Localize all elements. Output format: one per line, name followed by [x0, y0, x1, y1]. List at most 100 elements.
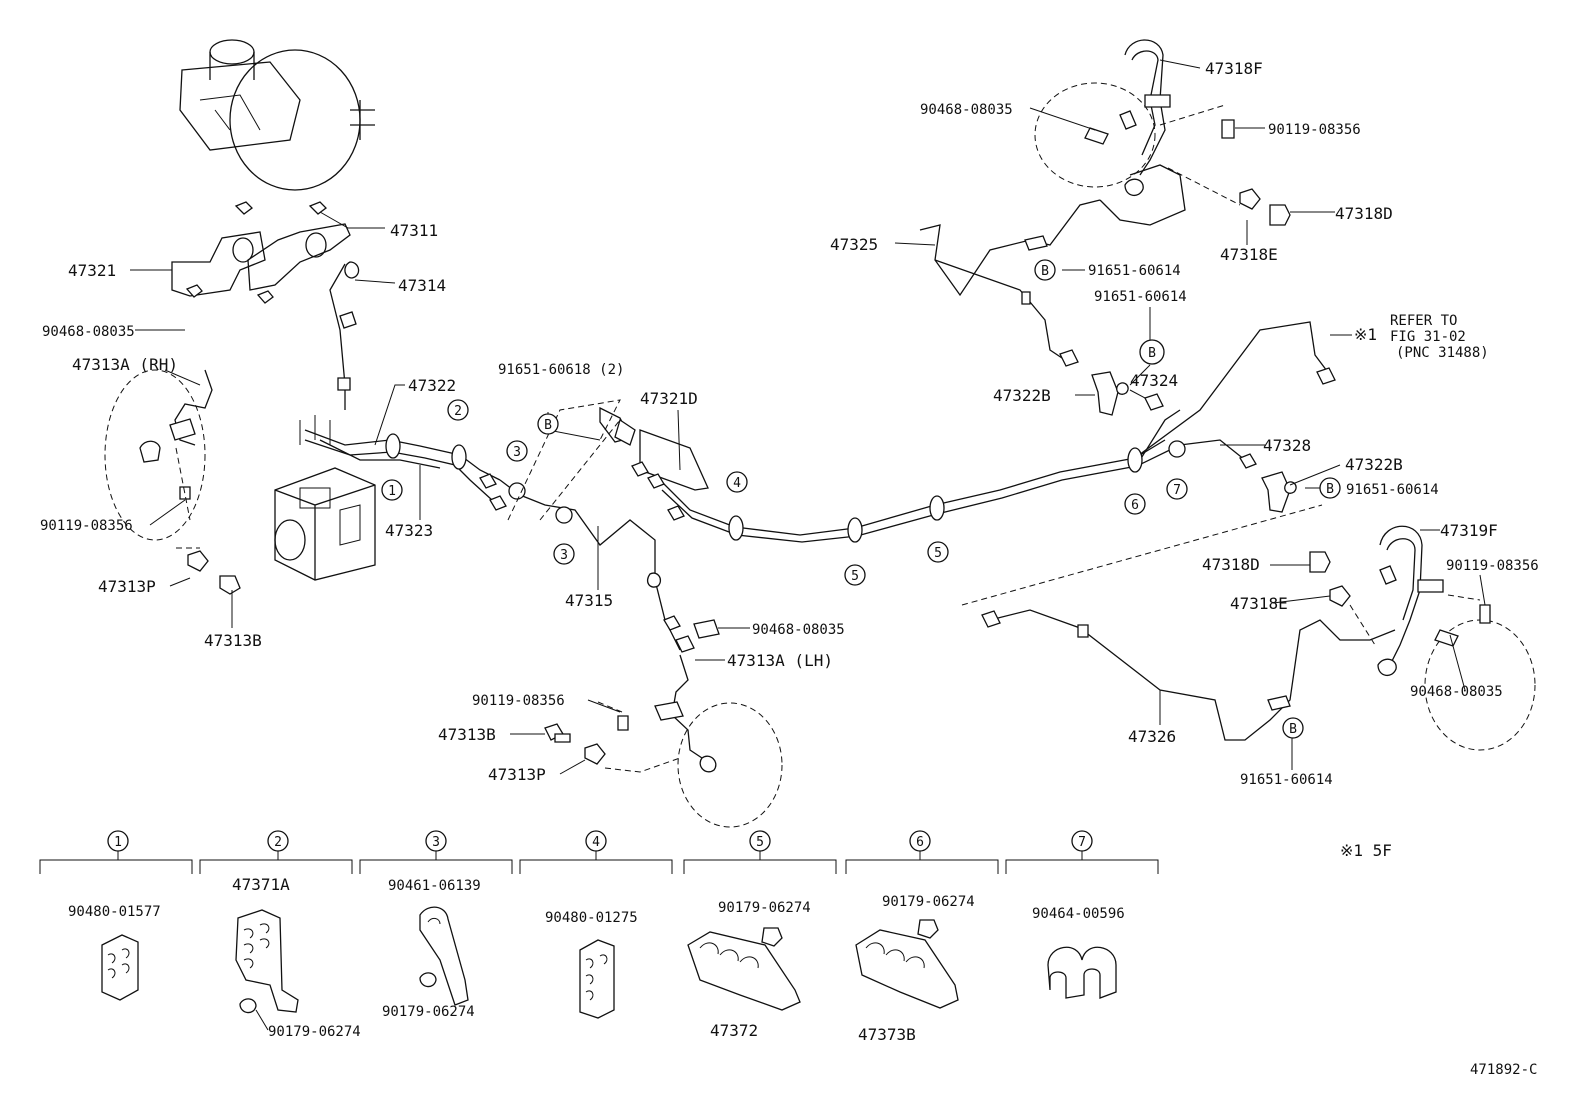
label-47315: 47315: [565, 591, 613, 610]
callout-7: 7: [1166, 478, 1188, 500]
svg-text:5: 5: [934, 546, 942, 561]
bolt-b-marker: B: [1319, 477, 1341, 499]
clamp-set-2-part: 47371A: [232, 875, 290, 894]
clamp-5-shape: [687, 931, 801, 1011]
clamp-set-5: 5 90179-06274 47372: [687, 830, 811, 1040]
pipe-clamp-markers: [385, 433, 1186, 543]
svg-text:4: 4: [592, 835, 600, 850]
clamp-set-1: 1 90480-01577: [68, 830, 161, 1001]
label-47326: 47326: [1128, 727, 1176, 746]
bracket-47321D: [507, 399, 709, 521]
label-47322: 47322: [408, 376, 456, 395]
svg-text:B: B: [1326, 482, 1334, 497]
rear-right-brake-assembly: [1034, 39, 1291, 226]
clamp-set-1-part: 90480-01577: [68, 904, 161, 920]
label-90119-b: 90119-08356: [472, 693, 565, 709]
label-47313A-lh: 47313A (LH): [727, 651, 833, 670]
abs-actuator: [274, 415, 376, 581]
svg-text:5: 5: [756, 835, 764, 850]
svg-text:3: 3: [513, 445, 521, 460]
footnote: ※1 5F: [1340, 841, 1392, 860]
callout-3: 3: [506, 440, 528, 462]
svg-text:1: 1: [388, 484, 396, 499]
label-90119-d: 90119-08356: [1446, 558, 1539, 574]
svg-text:B: B: [544, 418, 552, 433]
label-90468-d: 90468-08035: [1410, 684, 1503, 700]
label-90468-b: 90468-08035: [752, 622, 845, 638]
svg-text:5: 5: [851, 569, 859, 584]
label-47318F: 47318F: [1205, 59, 1263, 78]
bracket-47321: [171, 231, 274, 304]
bolt-b-markers: B B B B B: [537, 259, 1341, 739]
clamp-set-3-bolt: 90179-06274: [382, 1004, 475, 1020]
label-refer-line1: REFER TO: [1390, 313, 1457, 329]
label-47321D: 47321D: [640, 389, 698, 408]
clamp-set-7-part: 90464-00596: [1032, 906, 1125, 922]
brake-pipe-47314: [329, 261, 360, 410]
clamp-3-shape: [419, 906, 469, 1006]
label-47318D-a: 47318D: [1335, 204, 1393, 223]
label-47313P-b: 47313P: [488, 765, 546, 784]
callout-1: 1: [381, 479, 403, 501]
clamp-set-4-part: 90480-01275: [545, 910, 638, 926]
bolt-b-marker: B: [1034, 259, 1056, 281]
clamp-6-shape: [855, 929, 959, 1009]
brake-pipe-47326: [961, 504, 1396, 741]
label-91651-a: 91651-60614: [1088, 263, 1181, 279]
bracket-47311: [234, 201, 351, 291]
clamp-1-shape: [101, 934, 139, 1001]
label-91651-d: 91651-60614: [1240, 772, 1333, 788]
label-47324: 47324: [1130, 371, 1178, 390]
label-refer-line2: FIG 31-02: [1390, 329, 1466, 345]
callout-6: 6: [1124, 493, 1146, 515]
clamp-set-6-bolt: 90179-06274: [882, 894, 975, 910]
svg-text:3: 3: [560, 548, 568, 563]
label-91651-b: 91651-60614: [1094, 289, 1187, 305]
label-47322B-b: 47322B: [1345, 455, 1403, 474]
label-47318E-b: 47318E: [1230, 594, 1288, 613]
label-91651-60618: 91651-60618 (2): [498, 362, 624, 378]
label-90119-c: 90119-08356: [1268, 122, 1361, 138]
clamp-set-7: 7 90464-00596: [1032, 830, 1125, 999]
callout-4: 4: [726, 471, 748, 493]
svg-text:7: 7: [1078, 835, 1086, 850]
clamp-set-table: 1 90480-01577 2 47371A 90179-06274 3 904…: [39, 830, 1159, 1044]
brake-pipe-47325: [919, 199, 1101, 367]
clamp-2-shape: [235, 909, 299, 1013]
callout-2: 2: [447, 399, 469, 421]
clamp-set-4: 4 90480-01275: [545, 830, 638, 1019]
clamp-4-shape: [579, 939, 615, 1019]
clamp-set-5-bolt: 90179-06274: [718, 900, 811, 916]
label-47313A-rh: 47313A (RH): [72, 355, 178, 374]
part-labels: 47311 47321 47314 90468-08035 47313A (RH…: [40, 59, 1539, 788]
bolt-b-marker: B: [1139, 339, 1165, 365]
svg-text:2: 2: [274, 835, 282, 850]
label-47318E-a: 47318E: [1220, 245, 1278, 264]
label-47311: 47311: [390, 221, 438, 240]
rear-left-brake-assembly: [1309, 525, 1536, 751]
label-47322B-a: 47322B: [993, 386, 1051, 405]
bolt-b-marker: B: [537, 413, 559, 435]
label-47318D-b: 47318D: [1202, 555, 1260, 574]
callout-3: 3: [553, 543, 575, 565]
clamp-set-5-part: 47372: [710, 1021, 758, 1040]
label-refer-line3: (PNC 31488): [1396, 345, 1489, 361]
svg-text:6: 6: [1131, 498, 1139, 513]
svg-text:6: 6: [916, 835, 924, 850]
clamp-set-3: 3 90461-06139 90179-06274: [382, 830, 481, 1020]
label-47323: 47323: [385, 521, 433, 540]
label-90468-c: 90468-08035: [920, 102, 1013, 118]
label-47325: 47325: [830, 235, 878, 254]
svg-text:B: B: [1041, 264, 1049, 279]
callout-5: 5: [844, 564, 866, 586]
pipe-callouts: 1 2 3 3 4 5 5 6 7: [381, 399, 1188, 586]
clamp-set-2-bolt: 90179-06274: [268, 1024, 361, 1040]
svg-text:3: 3: [432, 835, 440, 850]
svg-text:2: 2: [454, 404, 462, 419]
label-47319F: 47319F: [1440, 521, 1498, 540]
clamp-set-3-part: 90461-06139: [388, 878, 481, 894]
label-47313P-a: 47313P: [98, 577, 156, 596]
label-91651-c: 91651-60614: [1346, 482, 1439, 498]
svg-text:B: B: [1148, 346, 1156, 361]
